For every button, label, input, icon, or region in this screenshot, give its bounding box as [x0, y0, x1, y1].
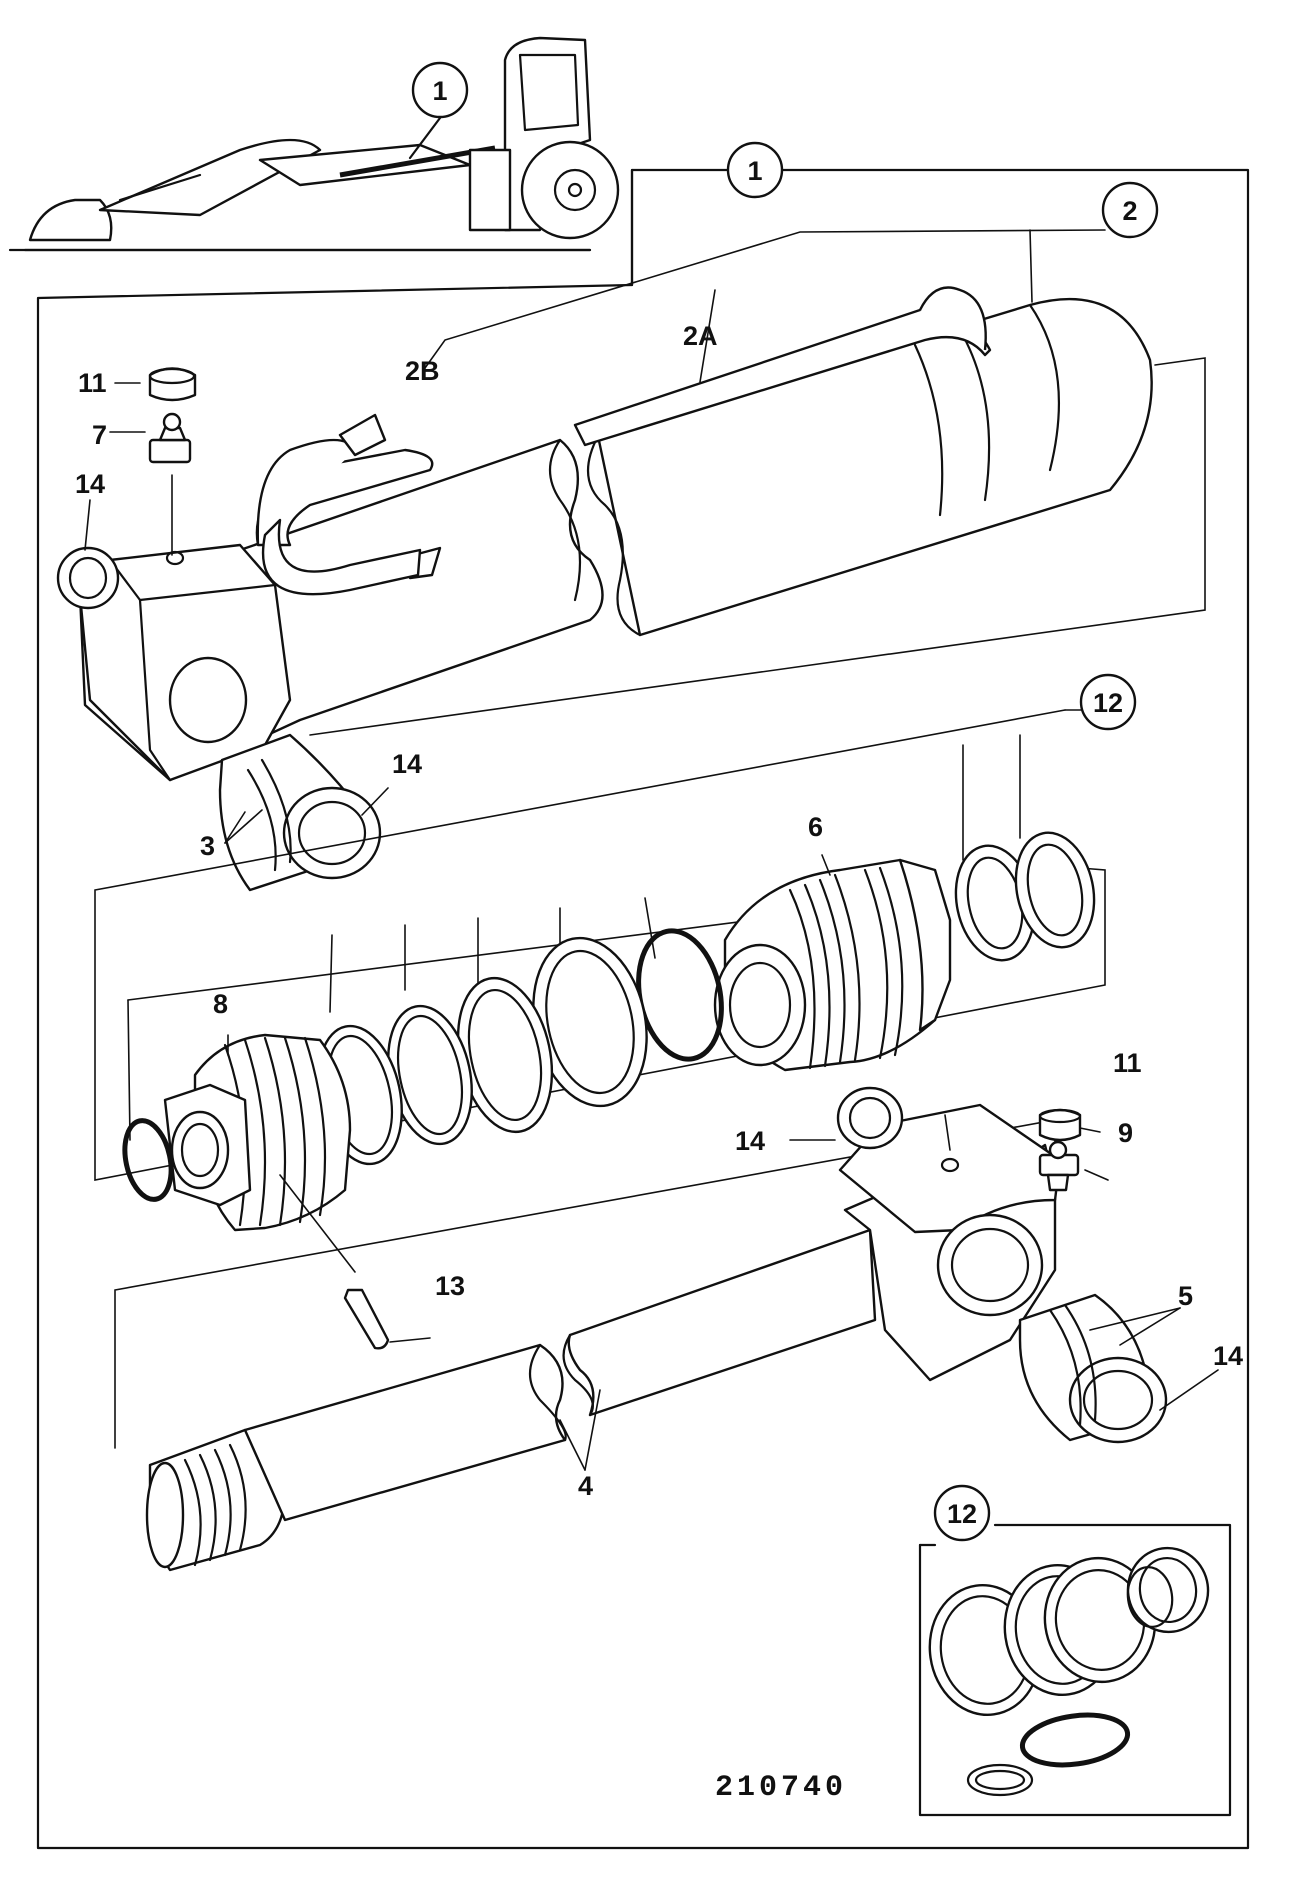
label-3: 3: [200, 831, 215, 861]
label-2B: 2B: [405, 356, 440, 386]
label-4: 4: [578, 1471, 593, 1501]
label-7: 7: [92, 420, 107, 450]
machine-inset: [8, 36, 634, 287]
callout-12-main-text: 12: [1093, 688, 1123, 718]
callout-1-inset-text: 1: [432, 76, 447, 106]
callout-1-main-text: 1: [747, 156, 762, 186]
label-14-topleft: 14: [75, 469, 105, 499]
label-9: 9: [1118, 1118, 1133, 1148]
label-5: 5: [1178, 1281, 1193, 1311]
callout-2-text: 2: [1122, 196, 1137, 226]
label-11-top: 11: [78, 368, 107, 398]
label-14-mid: 14: [735, 1126, 765, 1156]
label-6: 6: [808, 812, 823, 842]
label-8: 8: [213, 989, 228, 1019]
label-2A: 2A: [683, 321, 718, 351]
callout-1-inset: 1: [411, 61, 469, 119]
callout-12-kit: 12: [933, 1484, 991, 1542]
callout-12-main: 12: [1079, 673, 1137, 731]
figure-reference-number: 210740: [715, 1771, 847, 1805]
leader-lines: [84, 382, 1219, 1471]
callout-12-kit-text: 12: [947, 1499, 977, 1529]
label-14-right: 14: [1213, 1341, 1243, 1371]
gland-and-seals: [94, 709, 1106, 1350]
seal-kit-inset: [918, 1523, 1232, 1817]
callout-1-main: 1: [726, 141, 784, 199]
piston-rod: [114, 1086, 1168, 1572]
label-11-bottom: 11: [1113, 1048, 1142, 1078]
callout-2: 2: [1101, 181, 1159, 239]
label-14-left: 14: [392, 749, 422, 779]
cylinder-barrel: [56, 229, 1206, 892]
label-13: 13: [435, 1271, 465, 1301]
